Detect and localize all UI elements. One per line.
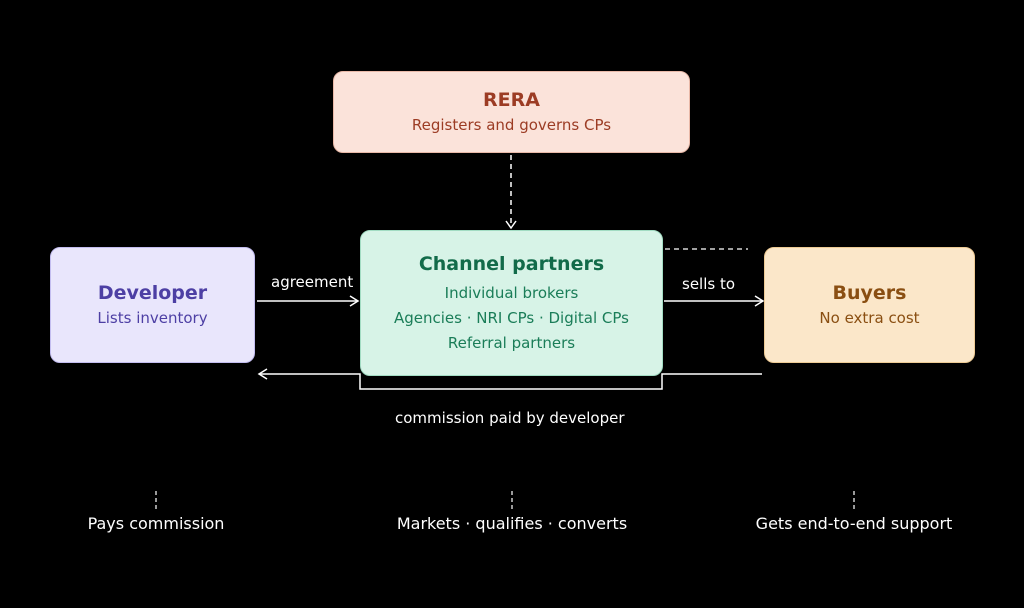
channel-partners-line: Referral partners — [447, 333, 576, 352]
channel-partners-line: Agencies · NRI CPs · Digital CPs — [394, 308, 629, 327]
developer-role: Pays commission — [87, 514, 225, 533]
buyers-node: Buyers No extra cost — [764, 247, 975, 363]
rera-node: RERA Registers and governs CPs — [333, 71, 690, 153]
commission-label: commission paid by developer — [395, 409, 625, 427]
commission-arrow — [257, 368, 762, 390]
rera-title: RERA — [483, 89, 540, 111]
agreement-arrow — [257, 295, 360, 307]
developer-title: Developer — [97, 282, 208, 304]
rera-subtitle: Registers and governs CPs — [411, 116, 612, 134]
buyers-subtitle: No extra cost — [819, 309, 920, 327]
sells-to-label: sells to — [682, 275, 736, 293]
channel-partners-role: Markets · qualifies · converts — [396, 514, 628, 533]
developer-subtitle: Lists inventory — [97, 309, 208, 327]
channel-partners-node: Channel partners Individual brokers Agen… — [360, 230, 663, 376]
buyers-title: Buyers — [832, 282, 907, 304]
buyers-role: Gets end-to-end support — [755, 514, 953, 533]
developer-node: Developer Lists inventory — [50, 247, 255, 363]
channel-partners-title: Channel partners — [418, 252, 605, 275]
rera-to-cp-arrow — [505, 155, 517, 230]
sells-to-arrow — [664, 295, 765, 307]
agreement-label: agreement — [271, 273, 354, 291]
channel-partners-line: Individual brokers — [444, 283, 579, 302]
